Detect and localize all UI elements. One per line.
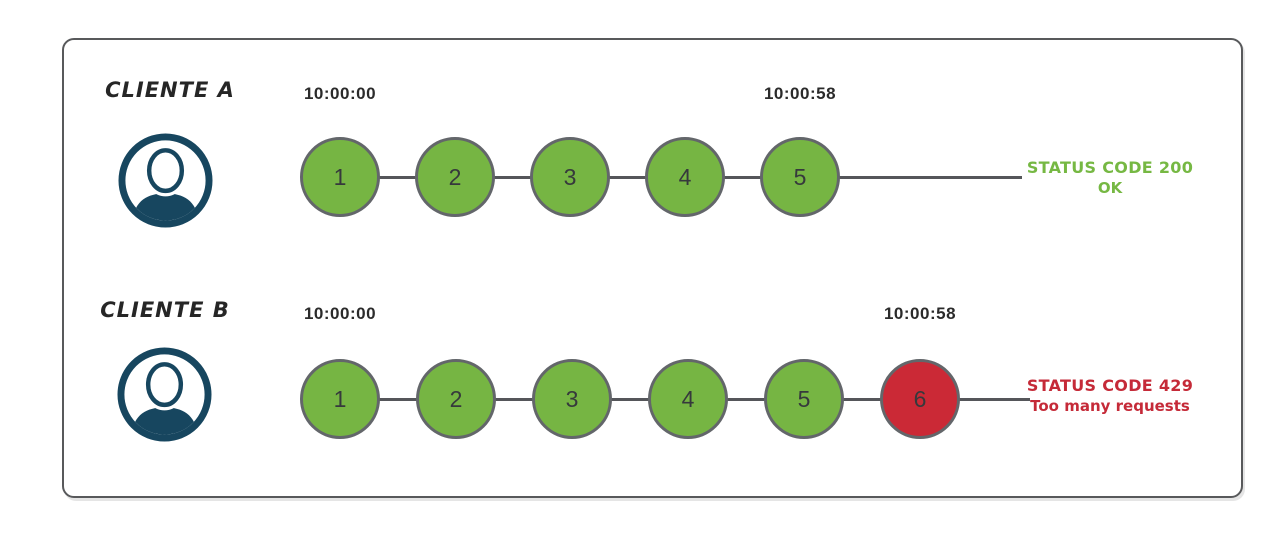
row-a-end-timestamp: 10:00:58 bbox=[763, 84, 837, 103]
client-a-label: CLIENTE A bbox=[105, 78, 235, 102]
request-circle: 5 bbox=[760, 137, 840, 217]
request-circle: 3 bbox=[530, 137, 610, 217]
request-circle: 2 bbox=[415, 137, 495, 217]
request-circle: 4 bbox=[645, 137, 725, 217]
status-message-text: OK bbox=[1097, 179, 1123, 197]
row-a-status-label: STATUS CODE 200 OK bbox=[1026, 158, 1194, 198]
status-code-text: STATUS CODE 429 bbox=[1026, 376, 1194, 395]
row-b-end-timestamp: 10:00:58 bbox=[883, 304, 957, 323]
row-a-start-timestamp: 10:00:00 bbox=[303, 84, 377, 103]
diagram-frame bbox=[62, 38, 1243, 498]
request-circle: 1 bbox=[300, 359, 380, 439]
status-message-text: Too many requests bbox=[1030, 397, 1190, 415]
request-circle: 5 bbox=[764, 359, 844, 439]
user-avatar-icon bbox=[118, 133, 213, 228]
request-circle: 2 bbox=[416, 359, 496, 439]
request-circle: 3 bbox=[532, 359, 612, 439]
user-avatar-icon bbox=[117, 347, 212, 442]
request-circle: 1 bbox=[300, 137, 380, 217]
status-code-text: STATUS CODE 200 bbox=[1026, 158, 1194, 177]
row-b-status-label: STATUS CODE 429 Too many requests bbox=[1026, 376, 1194, 416]
request-circle: 6 bbox=[880, 359, 960, 439]
client-b-label: CLIENTE B bbox=[100, 298, 230, 322]
row-b-start-timestamp: 10:00:00 bbox=[303, 304, 377, 323]
request-circle: 4 bbox=[648, 359, 728, 439]
